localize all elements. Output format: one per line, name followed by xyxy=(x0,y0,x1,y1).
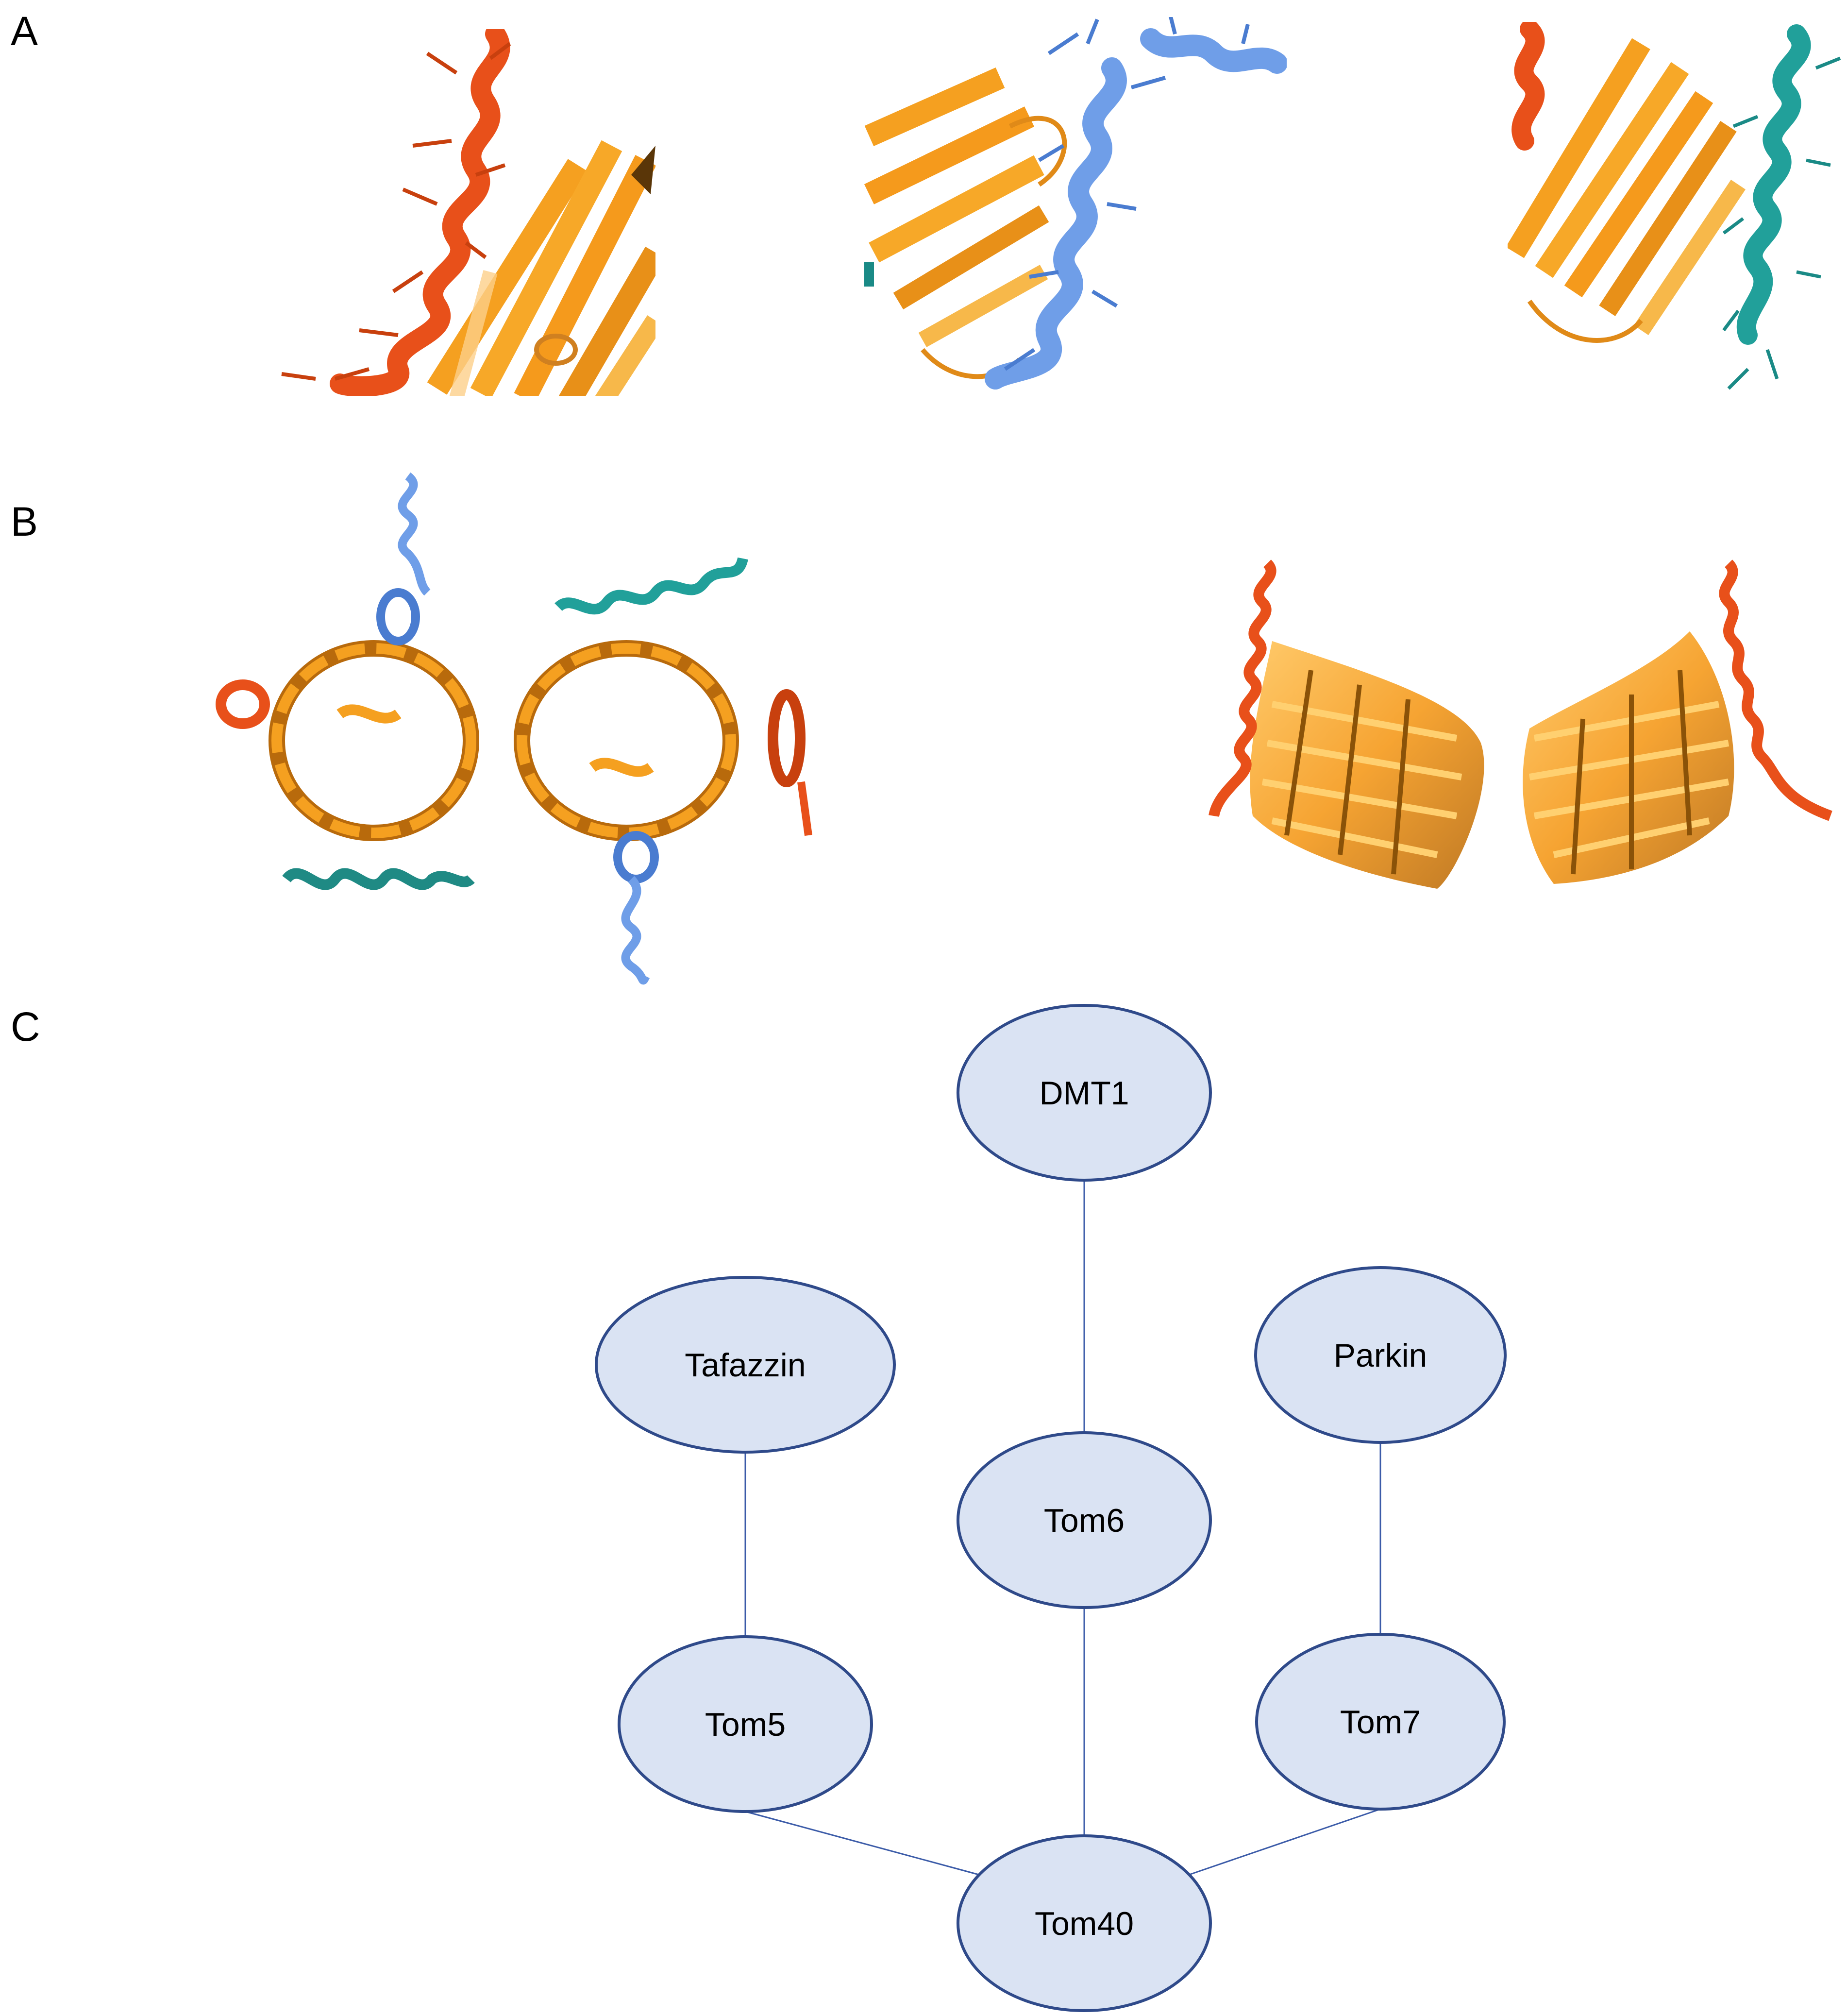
node-label-tom40: Tom40 xyxy=(1035,1905,1134,1942)
helix-teal-a3 xyxy=(1722,24,1841,390)
helix-blue-b-bottom xyxy=(613,831,659,985)
helix-teal-b-top xyxy=(554,557,748,615)
helix-teal-b-bottom xyxy=(282,868,475,890)
node-label-tafazzin: Tafazzin xyxy=(685,1347,806,1384)
node-shape-tafazzin xyxy=(595,1276,896,1454)
node-label-tom6: Tom6 xyxy=(1044,1502,1125,1539)
node-dmt1: DMT1 xyxy=(957,1004,1212,1182)
panel-a-structure-3 xyxy=(1508,22,1841,390)
helix-blue-a2 xyxy=(985,17,1287,390)
helix-red-a1 xyxy=(281,29,511,396)
node-label-tom7: Tom7 xyxy=(1340,1704,1421,1741)
beta-sheet-a3 xyxy=(1508,38,1746,343)
panel-b-top-view xyxy=(216,472,812,985)
beta-sheet-a1 xyxy=(427,140,655,396)
node-shape-tom40 xyxy=(957,1834,1212,2012)
node-label-tom5: Tom5 xyxy=(705,1706,786,1743)
node-label-dmt1: DMT1 xyxy=(1039,1075,1129,1112)
node-tom7: Tom7 xyxy=(1255,1633,1506,1811)
barrel-side-right xyxy=(1523,631,1734,884)
helix-red-b-side-left xyxy=(1209,559,1276,817)
node-shape-tom6 xyxy=(957,1431,1212,1609)
edge-tom5-tom40 xyxy=(745,1811,981,1876)
node-shape-tom5 xyxy=(618,1635,873,1813)
network-edges xyxy=(744,1180,1381,1876)
helix-red-a3 xyxy=(1511,22,1545,151)
edge-tom7-tom40 xyxy=(1187,1808,1381,1876)
panel-label-b: B xyxy=(11,499,38,544)
node-tom5: Tom5 xyxy=(618,1635,873,1813)
node-shape-tom7 xyxy=(1255,1633,1506,1811)
node-shape-parkin xyxy=(1254,1266,1507,1444)
panel-a-structure-2 xyxy=(864,17,1287,390)
barrel-top-left xyxy=(269,640,479,841)
node-tom6: Tom6 xyxy=(957,1431,1212,1609)
beta-sheet-a2 xyxy=(864,67,1067,379)
panel-label-a: A xyxy=(11,8,38,54)
panel-b-side-view xyxy=(1209,559,1832,889)
helix-red-b-right xyxy=(768,689,812,836)
helix-blue-b-top xyxy=(376,472,431,645)
node-shape-dmt1 xyxy=(957,1004,1212,1182)
helix-red-b-side-right xyxy=(1719,559,1832,821)
panel-label-c: C xyxy=(11,1004,40,1050)
node-parkin: Parkin xyxy=(1254,1266,1507,1444)
barrel-side-left xyxy=(1250,641,1484,889)
node-tafazzin: Tafazzin xyxy=(595,1276,896,1454)
node-label-parkin: Parkin xyxy=(1334,1337,1427,1374)
node-tom40: Tom40 xyxy=(957,1834,1212,2012)
barrel-top-right xyxy=(514,640,739,841)
helix-red-b-left xyxy=(216,679,270,729)
panel-a-structure-1 xyxy=(281,29,655,396)
